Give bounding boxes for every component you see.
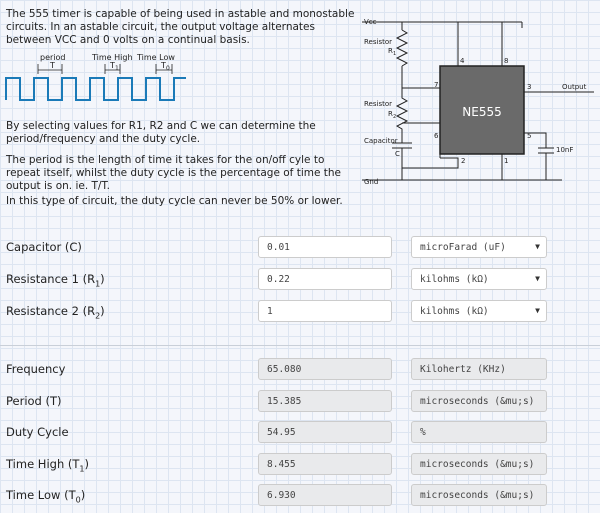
chip-label: NE555 [462,105,501,119]
resistance1-input[interactable]: 0.22 [258,268,392,290]
r1-symbol: R [388,47,393,55]
resistor1-label: Resistor [364,38,392,46]
output-label: Output [562,83,587,91]
pin-2: 2 [461,157,465,165]
time-high-row: Time High (T1) 8.455 microseconds (&mu;s… [0,453,600,477]
chevron-down-icon: ▼ [535,242,540,251]
time-high-label: Time High (T1) [6,457,89,474]
r1-sub: 1 [393,51,396,57]
resistor2-label: Resistor [364,100,392,108]
time-low-row: Time Low (T0) 6.930 microseconds (&mu;s) [0,484,600,508]
resistance1-label: Resistance 1 (R1) [6,272,105,289]
duty-cycle-unit: % [411,421,547,443]
time-low-label: Time Low (T0) [6,488,86,505]
resistance1-unit-select[interactable]: kilohms (kΩ) ▼ [411,268,547,290]
pin-8: 8 [504,57,508,65]
gnd-label: Gnd [364,178,378,186]
time-low-sub: 0 [166,65,170,72]
pin-7: 7 [434,81,438,89]
frequency-unit: Kilohertz (KHz) [411,358,547,380]
pin-3: 3 [527,83,531,91]
period-output: 15.385 [258,390,392,412]
duty-cycle-output: 54.95 [258,421,392,443]
time-high-sub: 1 [115,65,119,72]
pin-6: 6 [434,132,439,140]
capacitor-label: Capacitor [364,137,398,145]
capacitor-symbol: C [395,150,400,158]
capacitor-label: Capacitor (C) [6,240,82,254]
pin-5: 5 [527,132,531,140]
time-low-symbol: T [160,61,166,70]
period-unit: microseconds (&mu;s) [411,390,547,412]
resistance1-unit-text: kilohms (kΩ) [420,274,489,285]
r2-symbol: R [388,110,393,118]
intro-text: The 555 timer is capable of being used i… [6,8,356,207]
pin-1: 1 [504,157,508,165]
time-high-output: 8.455 [258,453,392,475]
capacitor-unit-text: microFarad (uF) [420,242,506,253]
pin-4: 4 [460,57,465,65]
frequency-label: Frequency [6,362,66,376]
ne555-chip [439,65,525,155]
cap2-label: 10nF [556,146,573,154]
time-low-label: Time Low [136,53,175,62]
circuit-diagram: Vcc Resistor R 1 Resistor R 2 Capacitor … [362,18,594,186]
period-label: period [40,53,65,62]
capacitor-row: Capacitor (C) 0.01 microFarad (uF) ▼ [0,236,600,260]
waveform-diagram: period T Time High T 1 Time Low T 0 [5,53,186,101]
chevron-down-icon: ▼ [535,274,540,283]
chevron-down-icon: ▼ [535,306,540,315]
capacitor-input[interactable]: 0.01 [258,236,392,258]
resistance2-input[interactable]: 1 [258,300,392,322]
intro-paragraph-2: By selecting values for R1, R2 and C we … [6,120,316,145]
resistance2-unit-text: kilohms (kΩ) [420,306,489,317]
resistance2-label: Resistance 2 (R2) [6,304,105,321]
time-low-unit: microseconds (&mu;s) [411,484,547,506]
capacitor-unit-select[interactable]: microFarad (uF) ▼ [411,236,547,258]
r2-sub: 2 [393,114,396,120]
intro-paragraph-4: In this type of circuit, the duty cycle … [6,195,343,207]
time-low-output: 6.930 [258,484,392,506]
frequency-output: 65.080 [258,358,392,380]
vcc-label: Vcc [364,18,377,26]
intro-paragraph-3: The period is the length of time it take… [6,154,342,192]
resistance2-unit-select[interactable]: kilohms (kΩ) ▼ [411,300,547,322]
duty-cycle-label: Duty Cycle [6,425,69,439]
intro-paragraph-1: The 555 timer is capable of being used i… [6,8,355,46]
frequency-row: Frequency 65.080 Kilohertz (KHz) [0,358,600,382]
period-row: Period (T) 15.385 microseconds (&mu;s) [0,390,600,414]
resistance1-row: Resistance 1 (R1) 0.22 kilohms (kΩ) ▼ [0,268,600,292]
time-high-symbol: T [109,61,115,70]
duty-cycle-row: Duty Cycle 54.95 % [0,421,600,445]
section-divider [0,345,600,346]
time-high-label: Time High [91,53,133,62]
period-symbol: T [49,61,55,70]
resistance2-row: Resistance 2 (R2) 1 kilohms (kΩ) ▼ [0,300,600,324]
time-high-unit: microseconds (&mu;s) [411,453,547,475]
period-label: Period (T) [6,394,62,408]
